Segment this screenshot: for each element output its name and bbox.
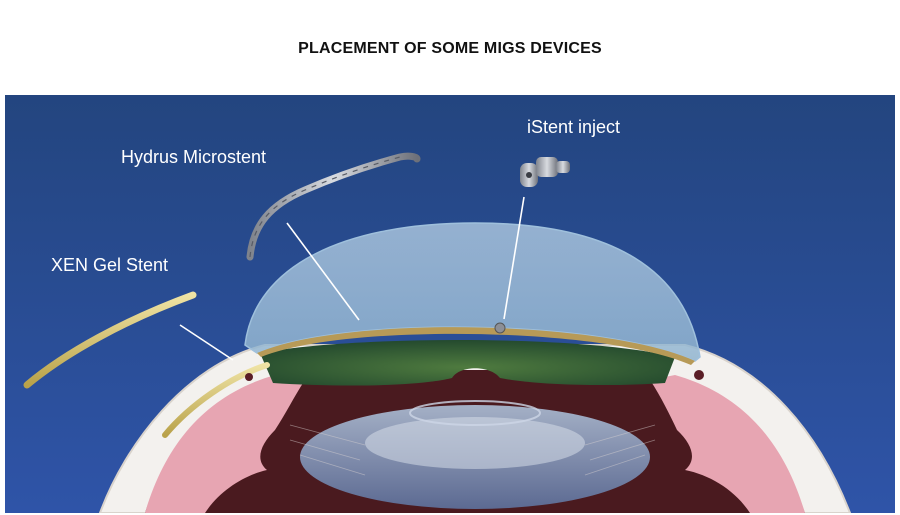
label-hydrus-microstent: Hydrus Microstent [121, 147, 267, 167]
xen-gel-stent [23, 291, 197, 389]
limbus [257, 327, 695, 365]
eye-cross-section-illustration [5, 95, 895, 513]
eye-illustration-panel: Hydrus Microstent iStent inject XEN Gel … [5, 95, 895, 513]
iris [260, 339, 675, 386]
istent-implanted [494, 322, 506, 334]
ciliary-body-left [145, 375, 305, 513]
schlemm-canal-right [694, 370, 704, 380]
schlemm-canal-left [245, 373, 253, 381]
lens-highlight [365, 417, 585, 469]
ciliary-body-right [650, 375, 805, 513]
leader-lines [179, 196, 525, 361]
xen-implanted [162, 362, 270, 438]
hydrus-microstent [246, 152, 421, 261]
lens-ring [409, 400, 541, 426]
zonules [289, 424, 656, 476]
istent-inject [520, 157, 570, 187]
diagram-title: PLACEMENT OF SOME MIGS DEVICES [298, 40, 602, 57]
label-istent-inject: iStent inject [527, 117, 621, 137]
label-xen-gel-stent: XEN Gel Stent [51, 255, 169, 275]
